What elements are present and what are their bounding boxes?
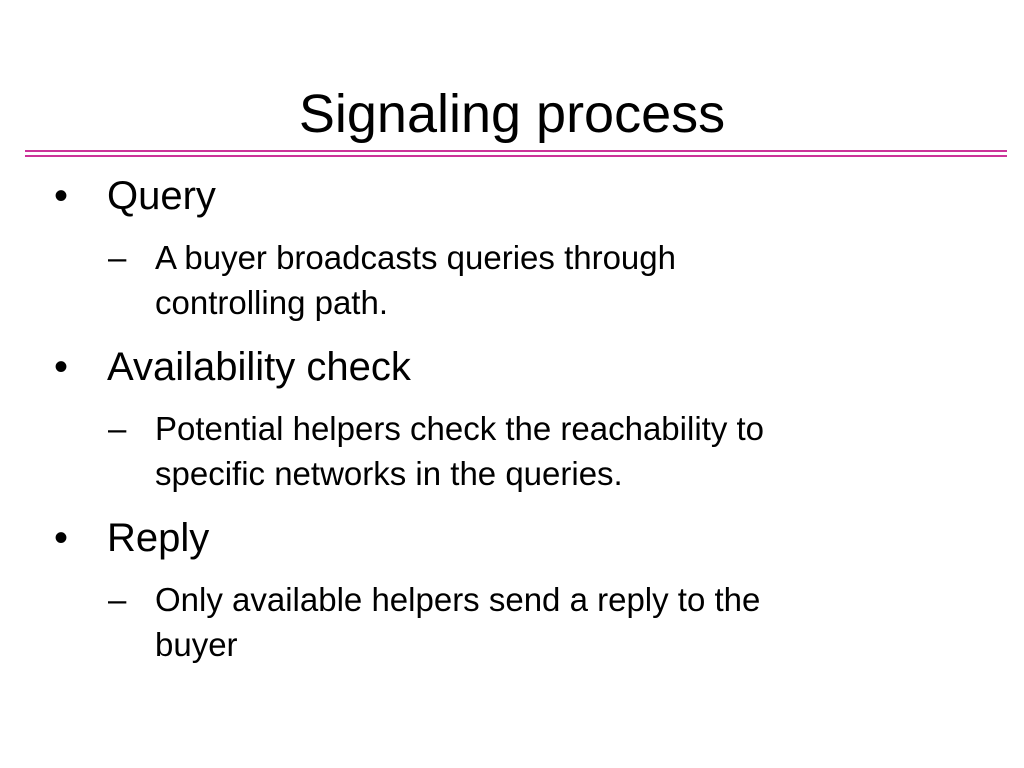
bullet-label: Availability check bbox=[107, 345, 411, 389]
sub-item-text: controlling path. bbox=[155, 284, 388, 321]
sub-item-text: specific networks in the queries. bbox=[155, 455, 623, 492]
bullet-marker: • bbox=[54, 345, 69, 389]
sub-item-text: Only available helpers send a reply to t… bbox=[155, 581, 761, 618]
title-divider-bottom bbox=[25, 155, 1007, 157]
sub-bullet-marker: – bbox=[108, 239, 127, 276]
slide-title: Signaling process bbox=[298, 84, 726, 144]
sub-bullet-marker: – bbox=[108, 581, 127, 618]
bullet-marker: • bbox=[54, 516, 69, 560]
bullet-marker: • bbox=[54, 174, 69, 218]
title-divider-top bbox=[25, 150, 1007, 152]
sub-bullet-marker: – bbox=[108, 410, 127, 447]
sub-item-text: Potential helpers check the reachability… bbox=[155, 410, 765, 447]
sub-item-text: buyer bbox=[155, 626, 238, 663]
bullet-label: Query bbox=[107, 174, 216, 218]
bullet-label: Reply bbox=[107, 516, 210, 560]
sub-item-text: A buyer broadcasts queries through bbox=[155, 239, 676, 276]
